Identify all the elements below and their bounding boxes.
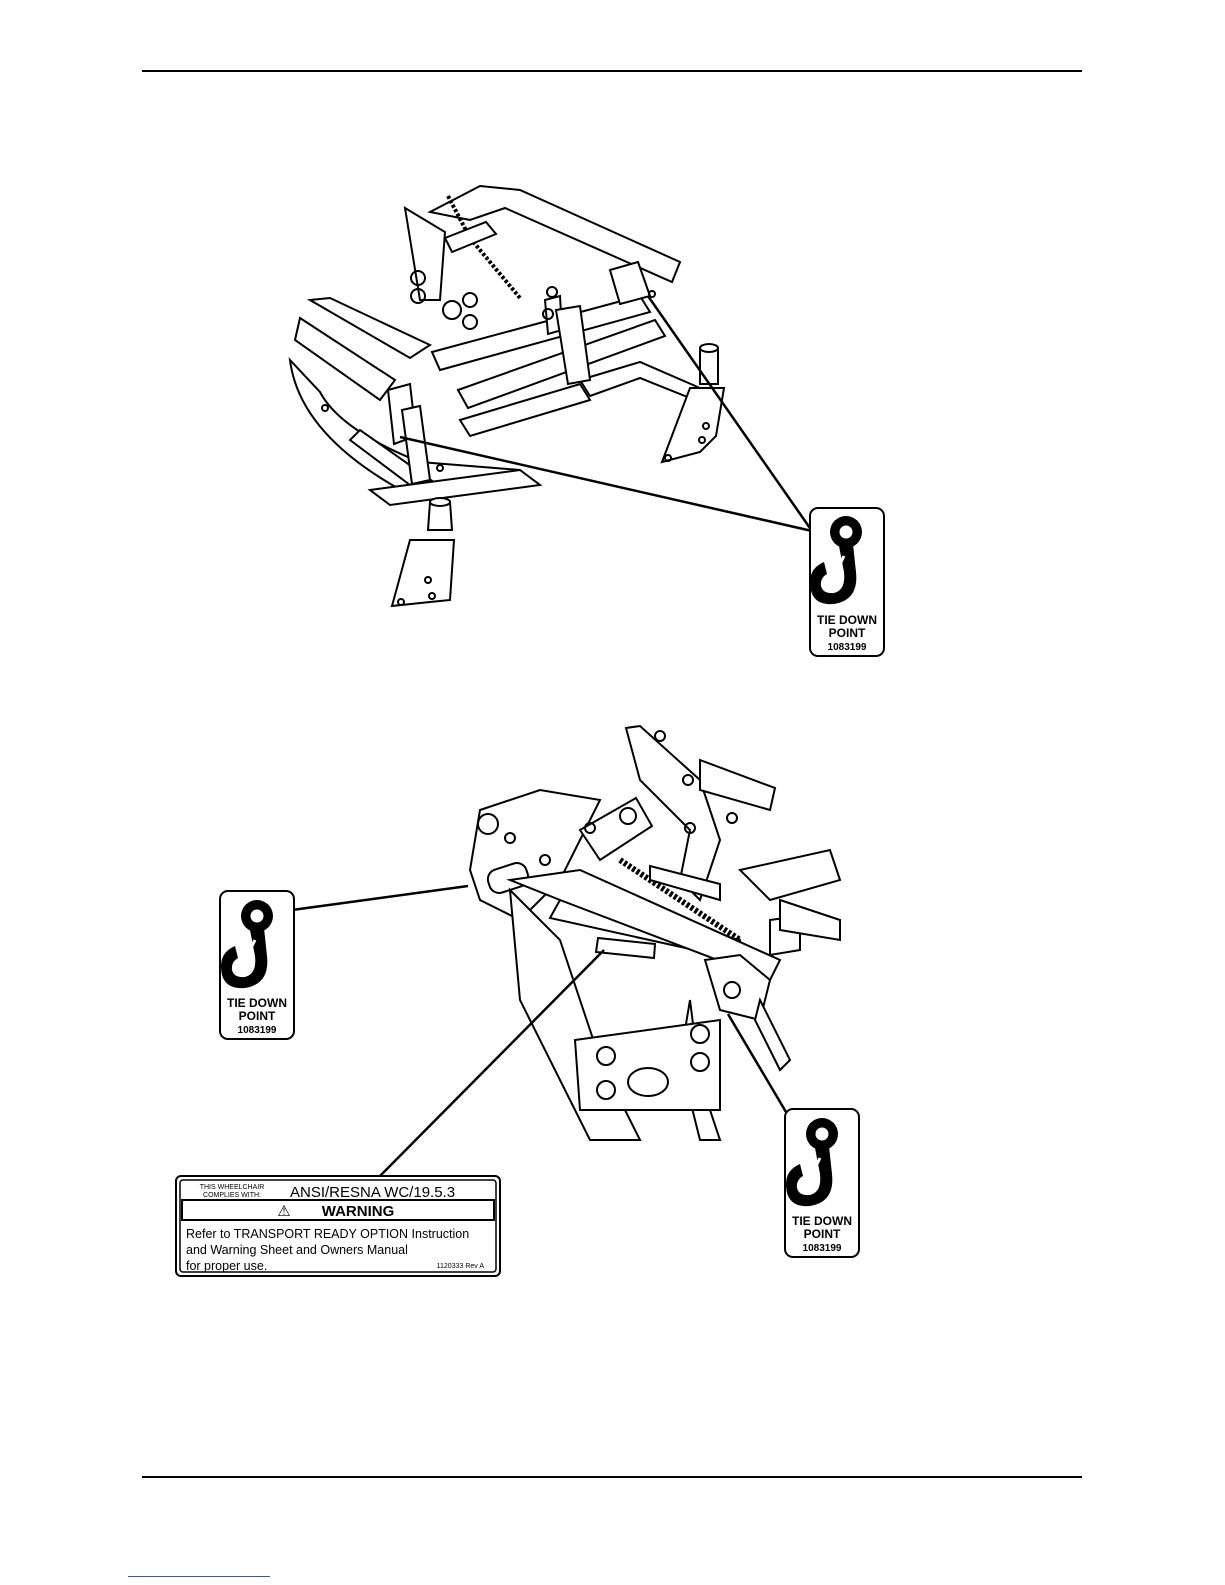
warning-heading: WARNING <box>322 1203 395 1220</box>
tie-down-line1: TIE DOWN <box>227 996 287 1010</box>
tie-down-line1: TIE DOWN <box>817 613 877 627</box>
tie-down-part-number: 1083199 <box>803 1243 842 1254</box>
warning-body-line2: and Warning Sheet and Owners Manual <box>186 1243 408 1257</box>
warning-revision: 1120333 Rev A <box>437 1263 485 1270</box>
warning-label: THIS WHEELCHAIR COMPLIES WITH: ANSI/RESN… <box>176 1176 500 1276</box>
warning-triangle-icon: ⚠ <box>277 1203 290 1220</box>
complies-line1: THIS WHEELCHAIR <box>200 1184 265 1191</box>
tie-down-label-1: TIE DOWN POINT 1083199 <box>810 508 884 656</box>
tie-down-line2: POINT <box>804 1227 841 1241</box>
tie-down-line1: TIE DOWN <box>792 1214 852 1228</box>
complies-line2: COMPLIES WITH: <box>203 1192 261 1199</box>
tie-down-label-2: TIE DOWN POINT 1083199 <box>220 891 294 1039</box>
tie-down-line2: POINT <box>239 1009 276 1023</box>
warning-body-line3: for proper use. <box>186 1259 267 1273</box>
tie-down-part-number: 1083199 <box>828 642 867 653</box>
frame-illustration-bottom <box>292 726 840 1178</box>
standard-text: ANSI/RESNA WC/19.5.3 <box>290 1184 455 1201</box>
frame-illustration-top <box>290 186 812 606</box>
tie-down-label-3: TIE DOWN POINT 1083199 <box>785 1109 859 1257</box>
warning-body-line1: Refer to TRANSPORT READY OPTION Instruct… <box>186 1227 469 1241</box>
tie-down-line2: POINT <box>829 626 866 640</box>
tie-down-part-number: 1083199 <box>238 1025 277 1036</box>
